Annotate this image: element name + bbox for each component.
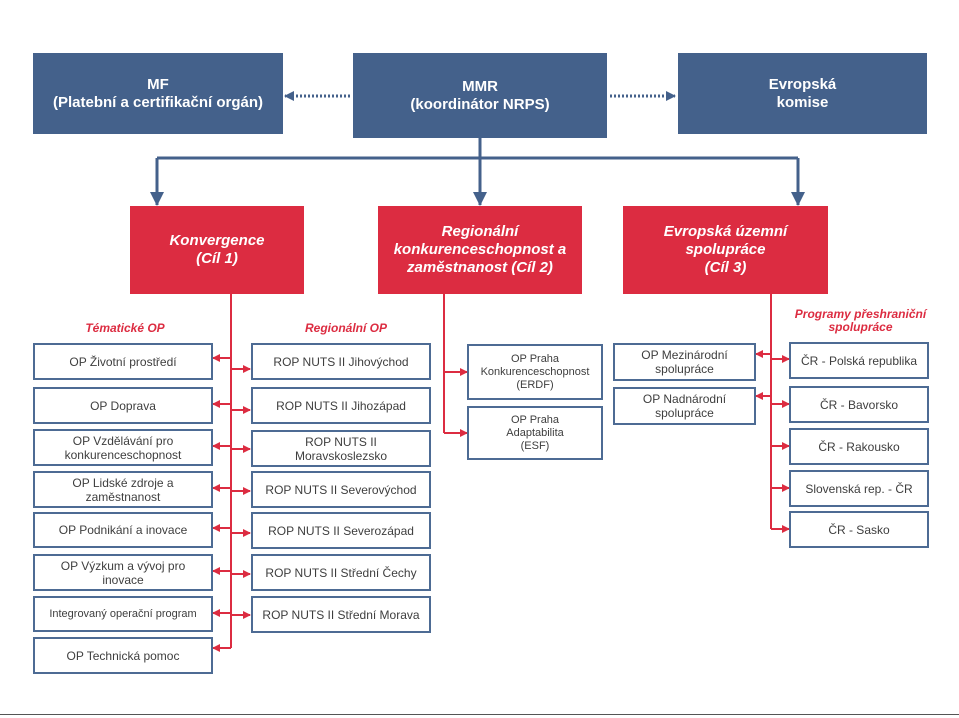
header-tematicke-op: Tématické OP: [85, 321, 165, 335]
tematicke-op-item: OP Technická pomoc: [33, 637, 213, 674]
euz-box: Evropská územní spolupráce (Cíl 3): [623, 206, 828, 294]
tematicke-op-item: OP Doprava: [33, 387, 213, 424]
ek-box: Evropská komise: [678, 53, 927, 134]
preshranicni-item: ČR - Polská republika: [789, 342, 929, 379]
regionalni-op-item: ROP NUTS II Moravskoslezsko: [251, 430, 431, 467]
konvergence-branches: [212, 293, 251, 652]
regionalni-op-item: ROP NUTS II Střední Čechy: [251, 554, 431, 591]
regionalni-op-item: ROP NUTS II Střední Morava: [251, 596, 431, 633]
praha-op-item: OP Praha Adaptabilita (ESF): [467, 406, 603, 460]
rkz-box: Regionální konkurenceschopnost a zaměstn…: [378, 206, 582, 294]
mf-box: MF (Platební a certifikační orgán): [33, 53, 283, 134]
tematicke-op-item: Integrovaný operační program: [33, 596, 213, 632]
tematicke-op-item: OP Životní prostředí: [33, 343, 213, 380]
preshranicni-item: ČR - Sasko: [789, 511, 929, 548]
preshranicni-item: ČR - Bavorsko: [789, 386, 929, 423]
tematicke-op-item: OP Lidské zdroje a zaměstnanost: [33, 471, 213, 508]
mmr-tree: [150, 138, 805, 206]
bottom-rule: [0, 714, 959, 715]
preshranicni-item: ČR - Rakousko: [789, 428, 929, 465]
header-regionalni-op: Regionální OP: [304, 321, 387, 335]
tematicke-op-item: OP Vzdělávání pro konkurenceschopnost: [33, 429, 213, 466]
regionalni-op-item: ROP NUTS II Jihozápad: [251, 387, 431, 424]
euz-op-item: OP Nadnárodní spolupráce: [613, 387, 756, 425]
regionalni-op-item: ROP NUTS II Jihovýchod: [251, 343, 431, 380]
euz-branches: [755, 293, 790, 533]
regionalni-op-item: ROP NUTS II Severovýchod: [251, 471, 431, 508]
mmr-box: MMR (koordinátor NRPS): [353, 53, 607, 138]
preshranicni-item: Slovenská rep. - ČR: [789, 470, 929, 507]
tematicke-op-item: OP Podnikání a inovace: [33, 512, 213, 548]
tematicke-op-item: OP Výzkum a vývoj pro inovace: [33, 554, 213, 591]
regionalni-op-item: ROP NUTS II Severozápad: [251, 512, 431, 549]
praha-op-item: OP Praha Konkurenceschopnost (ERDF): [467, 344, 603, 400]
euz-op-item: OP Mezinárodní spolupráce: [613, 343, 756, 381]
konvergence-box: Konvergence (Cíl 1): [130, 206, 304, 294]
header-preshranicni: Programy přeshraniční spolupráce: [794, 307, 927, 334]
